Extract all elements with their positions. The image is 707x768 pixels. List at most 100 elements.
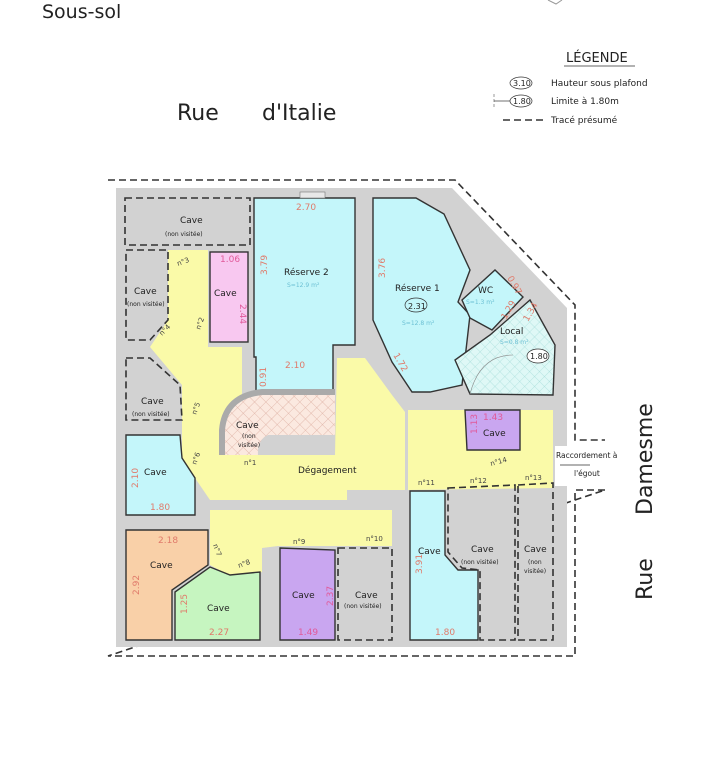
- room-label: WC: [478, 286, 493, 296]
- dimension: 2.92: [132, 575, 142, 595]
- dimension: 1.25: [180, 594, 190, 614]
- room-area: S=0.8 m²: [500, 339, 529, 346]
- dimension: 3.76: [378, 258, 388, 278]
- room-label: Cave: [144, 468, 167, 478]
- dimension: 3.91: [415, 554, 425, 574]
- room-height: 1.80: [530, 352, 548, 361]
- street-damesme-name: Damesme: [633, 403, 658, 515]
- room-note: (non visitée): [132, 411, 170, 418]
- legend-label-limit: Limite à 1.80m: [551, 97, 619, 107]
- north-arrow-icon: [547, 0, 563, 5]
- door-label: n°1: [244, 459, 256, 467]
- dimension: 2.70: [296, 203, 316, 213]
- room-cave-cyan-right: Cave 3.91 1.80: [409, 490, 479, 641]
- room-note: (non visitée): [344, 603, 382, 610]
- room-label: Cave: [471, 545, 494, 555]
- room-degagement: Dégagement: [298, 465, 357, 476]
- room-label: Cave: [214, 289, 237, 299]
- legend-symbol-height: 3.10: [513, 79, 531, 88]
- door-label: n°12: [470, 477, 487, 485]
- height-symbol-icon: [509, 76, 533, 90]
- legend-title: LÉGENDE: [566, 50, 628, 66]
- room-cave-pink-bottom: Cave (non visitée): [337, 547, 393, 641]
- room-label: Cave: [141, 397, 164, 407]
- room-label: Réserve 1: [395, 283, 440, 294]
- dimension: 2.18: [158, 536, 178, 546]
- room-cave-purple-small: Cave 1.43 1.13: [464, 409, 521, 451]
- room-label: Cave: [180, 216, 203, 226]
- sewer-label-1: Raccordement à: [556, 451, 617, 460]
- room-note: (non visitée): [461, 559, 499, 566]
- room-cave-purple-bottom: Cave 2.37 1.49: [279, 547, 336, 641]
- dimension: 2.10: [285, 361, 305, 371]
- dimension: 2.10: [131, 468, 141, 488]
- dimension: 2.44: [237, 304, 247, 324]
- room-label: Cave: [207, 604, 230, 614]
- room-area: S=1.3 m²: [466, 299, 495, 306]
- limit-symbol-icon: [509, 94, 533, 108]
- room-note: (non: [242, 433, 256, 440]
- dimension: 2.27: [209, 628, 229, 638]
- room-cave-purple-left: Cave (non visitée): [125, 249, 169, 341]
- room-note: (non: [528, 559, 542, 566]
- room-cave-green-bottom: Cave 1.25 2.27: [174, 566, 261, 641]
- dimension: 0.91: [259, 367, 269, 387]
- street-italie-rue: Rue: [177, 101, 219, 126]
- room-height: 2.31: [408, 302, 426, 311]
- room-label: Cave: [236, 421, 259, 431]
- door-label: n°13: [525, 474, 542, 482]
- room-label: Cave: [355, 591, 378, 601]
- room-label: Local: [500, 327, 523, 337]
- room-local: Local S=0.8 m² 1.80 1.34: [454, 298, 556, 396]
- doors: n°1 n°2 n°3 n°4 n°5 n°6 n°7 n°8 n°9 n°10…: [158, 256, 542, 570]
- dimension: 1.49: [298, 628, 318, 638]
- room-note: visitée): [238, 442, 260, 449]
- door-label: n°8: [237, 558, 251, 570]
- dimension: 1.80: [435, 628, 455, 638]
- room-cave-orange-right: Cave (non visitée): [447, 484, 516, 641]
- room-cave-green-left: Cave (non visitée): [125, 357, 183, 421]
- page-title: Sous-sol: [42, 1, 121, 23]
- room-label: Réserve 2: [284, 267, 329, 278]
- room-note: visitée): [524, 568, 546, 575]
- sewer-label-2: l'égout: [574, 469, 600, 478]
- height-marker: [526, 348, 550, 364]
- street-italie-name: d'Italie: [262, 101, 336, 126]
- door-label: n°6: [190, 451, 202, 466]
- legend-symbol-limit: 1.80: [513, 97, 531, 106]
- room-label: Cave: [483, 429, 506, 439]
- dimension: 1.43: [483, 413, 503, 423]
- dimension: 2.37: [326, 586, 336, 606]
- room-cave-stair: Cave (non visitée): [219, 389, 335, 455]
- room-note: (non visitée): [127, 301, 165, 308]
- room-label: Cave: [524, 545, 547, 555]
- room-label: Cave: [134, 287, 157, 297]
- room-cave-pink-top: Cave 1.06 2.44: [209, 251, 249, 343]
- room-cave-cyan-left: Cave 2.10 1.80: [125, 434, 196, 516]
- street-damesme-rue: Rue: [633, 558, 658, 600]
- dimension: 3.79: [260, 255, 270, 275]
- legend-label-presumed: Tracé présumé: [550, 115, 618, 126]
- room-label: Cave: [292, 591, 315, 601]
- room-note: (non visitée): [165, 231, 203, 238]
- door-label: n°9: [293, 538, 305, 546]
- room-label: Cave: [150, 561, 173, 571]
- stair-icon: [469, 354, 514, 395]
- door-label: n°5: [190, 401, 202, 415]
- room-label: Cave: [418, 547, 441, 557]
- dimension: 1.80: [150, 503, 170, 513]
- room-area: S=12.9 m²: [287, 282, 320, 289]
- room-cave-green-right: Cave (non visitée): [517, 482, 554, 641]
- door-label: n°3: [176, 256, 190, 268]
- room-area: S=12.8 m²: [402, 320, 435, 327]
- height-marker: [404, 297, 428, 313]
- sewer-connection: [555, 446, 605, 486]
- legend: LÉGENDE 3.10 Hauteur sous plafond 1.80 L…: [493, 50, 648, 126]
- room-reserve-2: Réserve 2 S=12.9 m² 2.70 3.79 2.10 0.91: [253, 191, 356, 394]
- room-cave-top: Cave (non visitée): [124, 197, 251, 246]
- door-label: n°7: [211, 543, 223, 557]
- room-cave-orange-left: Cave 2.18 2.92: [125, 529, 209, 641]
- door-label: n°2: [194, 316, 206, 330]
- dimension: 1.13: [470, 414, 480, 434]
